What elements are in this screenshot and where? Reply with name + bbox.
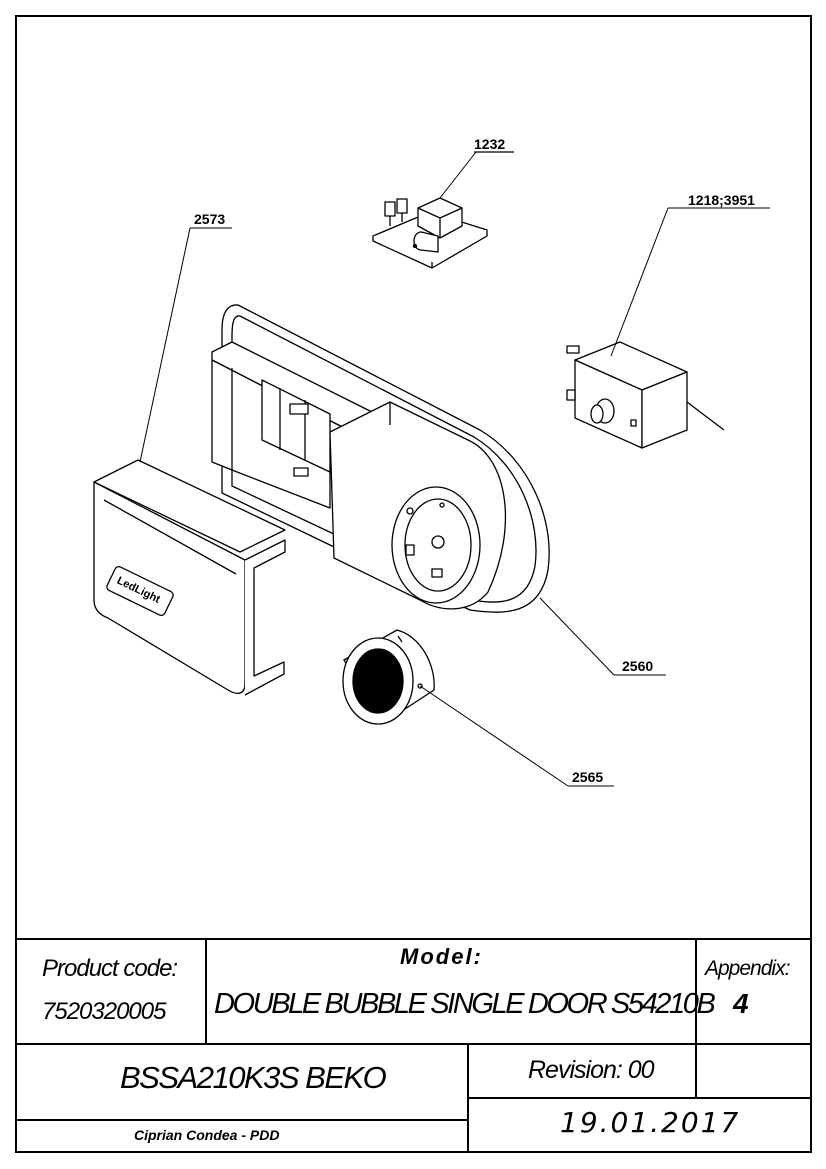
appendix-value: 4 <box>733 988 749 1019</box>
title-block-grid <box>16 938 811 1152</box>
leader-2560 <box>539 597 615 676</box>
revision: Revision: 00 <box>528 1056 655 1084</box>
product-name: BSSA210K3S BEKO <box>120 1060 387 1095</box>
date: 19.01.2017 <box>560 1106 741 1139</box>
callout-1232: 1232 <box>474 136 505 152</box>
model-value: DOUBLE BUBBLE SINGLE DOOR S54210B <box>214 988 716 1020</box>
part-thermostat-1218[interactable] <box>566 341 725 449</box>
part-led-cover-2573[interactable] <box>93 459 286 696</box>
appendix-label: Appendix: <box>705 957 790 980</box>
callout-2560: 2560 <box>622 658 653 674</box>
product-code-label: Product code: <box>42 955 178 982</box>
callout-2573: 2573 <box>194 211 225 227</box>
leader-1232 <box>439 151 477 199</box>
part-knob-2565[interactable] <box>342 629 435 725</box>
part-housing-2560[interactable] <box>211 304 550 613</box>
callout-1218-3951: 1218;3951 <box>688 192 755 208</box>
product-code-value: 7520320005 <box>42 998 166 1025</box>
leader-2565 <box>419 685 569 787</box>
part-pcb-1232[interactable] <box>372 197 488 269</box>
model-label: Model: <box>400 944 483 969</box>
sheet-frame <box>15 15 812 1153</box>
callout-2565: 2565 <box>572 769 603 785</box>
author: Ciprian Condea - PDD <box>134 1127 280 1143</box>
leader-2573 <box>139 227 191 463</box>
leader-1218 <box>610 207 669 357</box>
